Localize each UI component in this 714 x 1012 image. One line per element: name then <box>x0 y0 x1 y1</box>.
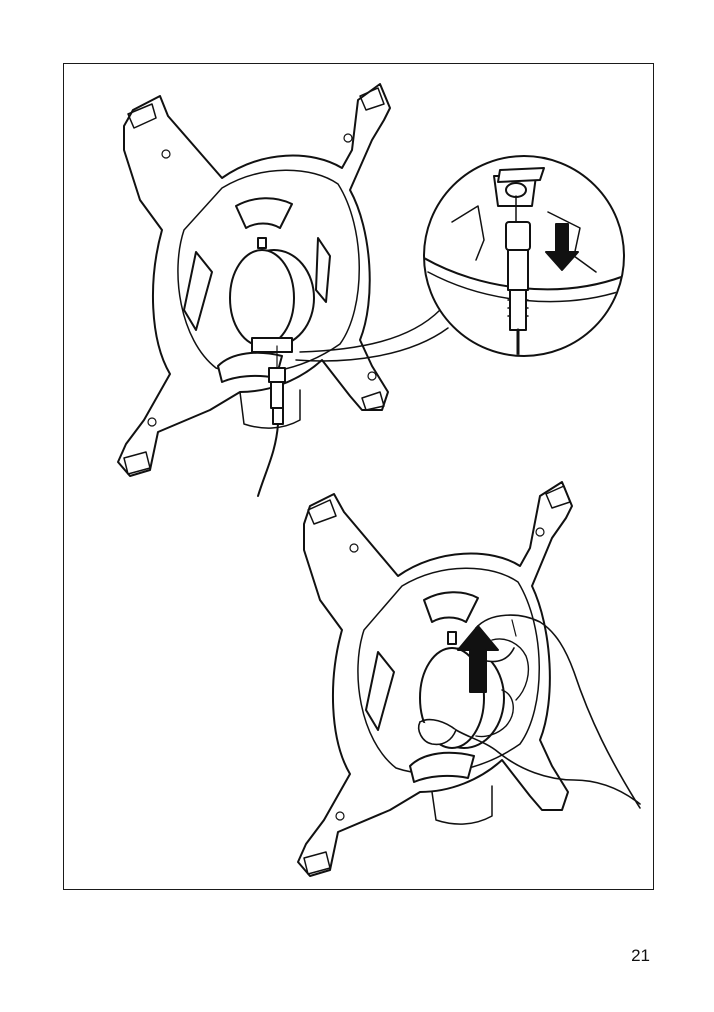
illustration-frame <box>63 63 654 890</box>
detail-zoom <box>423 155 625 357</box>
arrow-up-icon <box>457 625 499 693</box>
mounting-plate-bottom <box>297 481 573 877</box>
page-number: 21 <box>631 946 650 965</box>
arrow-down-icon <box>545 223 579 271</box>
cable-connector <box>257 345 286 497</box>
mounting-plate-top <box>117 83 391 477</box>
